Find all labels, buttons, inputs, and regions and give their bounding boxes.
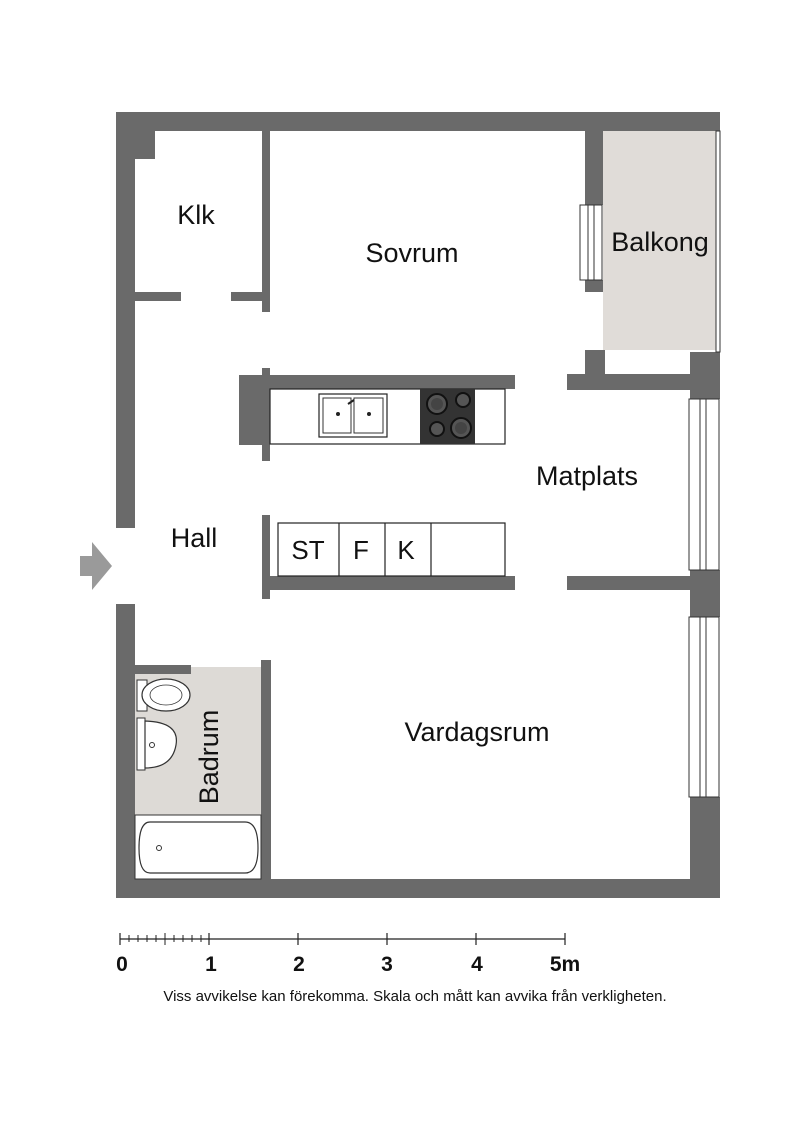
appliance-label-k: K bbox=[397, 535, 415, 565]
bathtub-icon bbox=[134, 814, 262, 880]
room-label-klk: Klk bbox=[177, 200, 215, 230]
scale-tick-label-2: 2 bbox=[293, 953, 305, 976]
toilet-icon bbox=[136, 678, 191, 712]
exterior-walls bbox=[116, 112, 720, 898]
room-label-vardagsrum: Vardagsrum bbox=[404, 717, 549, 747]
window-balkong-side bbox=[715, 130, 721, 353]
window-sovrum bbox=[579, 204, 603, 281]
washbasin-icon bbox=[136, 717, 177, 771]
kitchen-counter-upper bbox=[269, 388, 506, 445]
appliance-label-f: F bbox=[353, 535, 369, 565]
kitchen-wall-lower bbox=[262, 515, 515, 599]
entrance-arrow-icon bbox=[80, 542, 112, 590]
scale-bar bbox=[119, 933, 566, 945]
kitchen-wall-upper bbox=[239, 368, 515, 461]
stove-icon bbox=[420, 389, 475, 444]
kitchen-counter-lower bbox=[277, 522, 506, 577]
disclaimer-text: Viss avvikelse kan förekomma. Skala och … bbox=[163, 988, 667, 1005]
scale-tick-label-3: 3 bbox=[381, 953, 393, 976]
scale-tick-label-1: 1 bbox=[205, 953, 217, 976]
window-vardagsrum bbox=[688, 616, 720, 798]
appliance-label-st: ST bbox=[291, 535, 324, 565]
balcony-floor bbox=[603, 131, 716, 350]
room-label-sovrum: Sovrum bbox=[365, 238, 458, 268]
room-label-matplats: Matplats bbox=[536, 461, 638, 491]
room-label-badrum: Badrum bbox=[194, 710, 224, 805]
room-label-hall: Hall bbox=[171, 523, 218, 553]
interior-walls bbox=[135, 131, 717, 879]
room-label-balkong: Balkong bbox=[611, 227, 709, 257]
scale-tick-label-4: 4 bbox=[471, 953, 483, 976]
scale-tick-label-0: 0 bbox=[116, 953, 128, 976]
sink-icon bbox=[318, 393, 388, 438]
scale-tick-label-5m: 5m bbox=[550, 953, 580, 976]
window-matplats bbox=[688, 398, 720, 571]
